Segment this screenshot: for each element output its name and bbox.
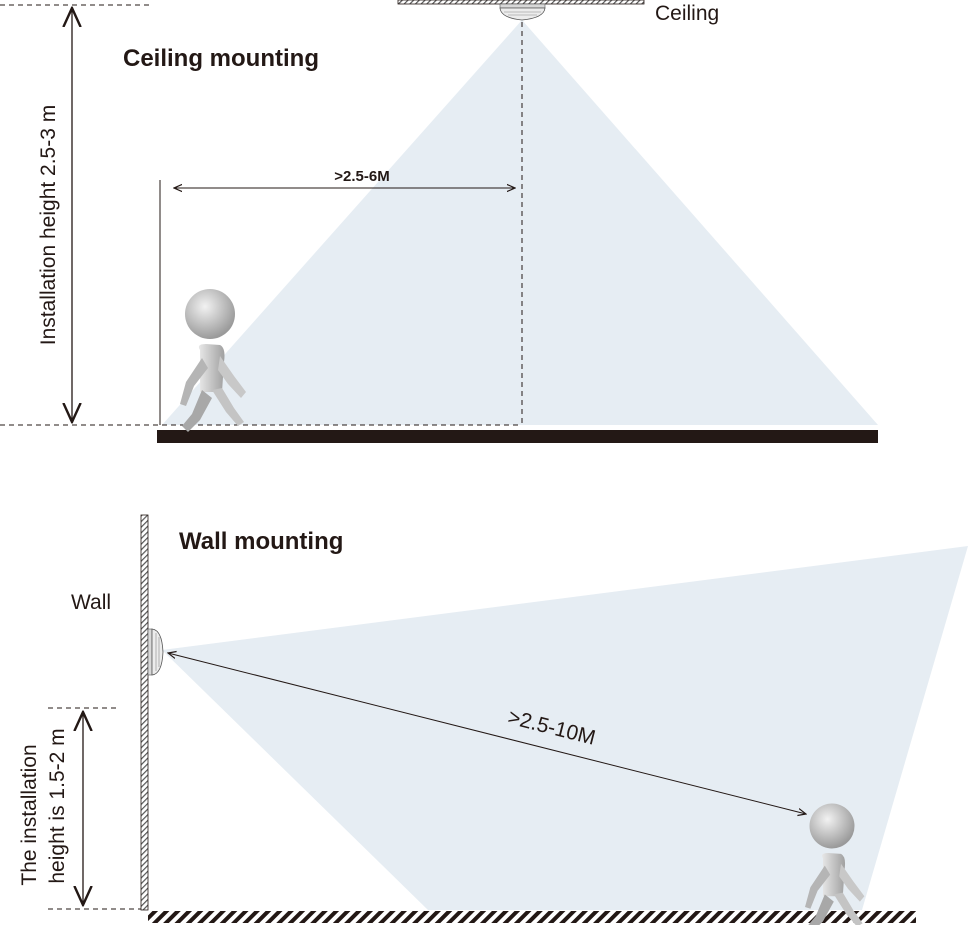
ceiling-mounting-section: Ceiling mounting Ceiling >2.5-6M Install…	[0, 0, 878, 443]
wall-floor-bar	[148, 911, 916, 923]
wall-height-label-line2: height is 1.5-2 m	[46, 728, 69, 883]
wall-mounting-section: Wall mounting Wall >2.5-10M The installa…	[18, 514, 968, 925]
ceiling-detection-zone	[162, 20, 878, 425]
floor-bar	[157, 430, 878, 443]
wall-label: Wall	[71, 591, 111, 614]
wall-height-label-line1: The installation	[18, 744, 41, 885]
wall-title: Wall mounting	[179, 528, 343, 555]
wall-bar	[140, 514, 149, 911]
ceiling-title: Ceiling mounting	[123, 45, 319, 72]
ceiling-plate	[397, 0, 645, 5]
wall-range-arrow	[168, 653, 806, 814]
pir-sensor-icon	[499, 3, 546, 21]
ceiling-height-label: Installation height 2.5-3 m	[37, 105, 60, 345]
ceiling-range-label: >2.5-6M	[334, 168, 389, 185]
ceiling-label: Ceiling	[655, 2, 719, 25]
pir-sensor-icon	[147, 628, 164, 676]
